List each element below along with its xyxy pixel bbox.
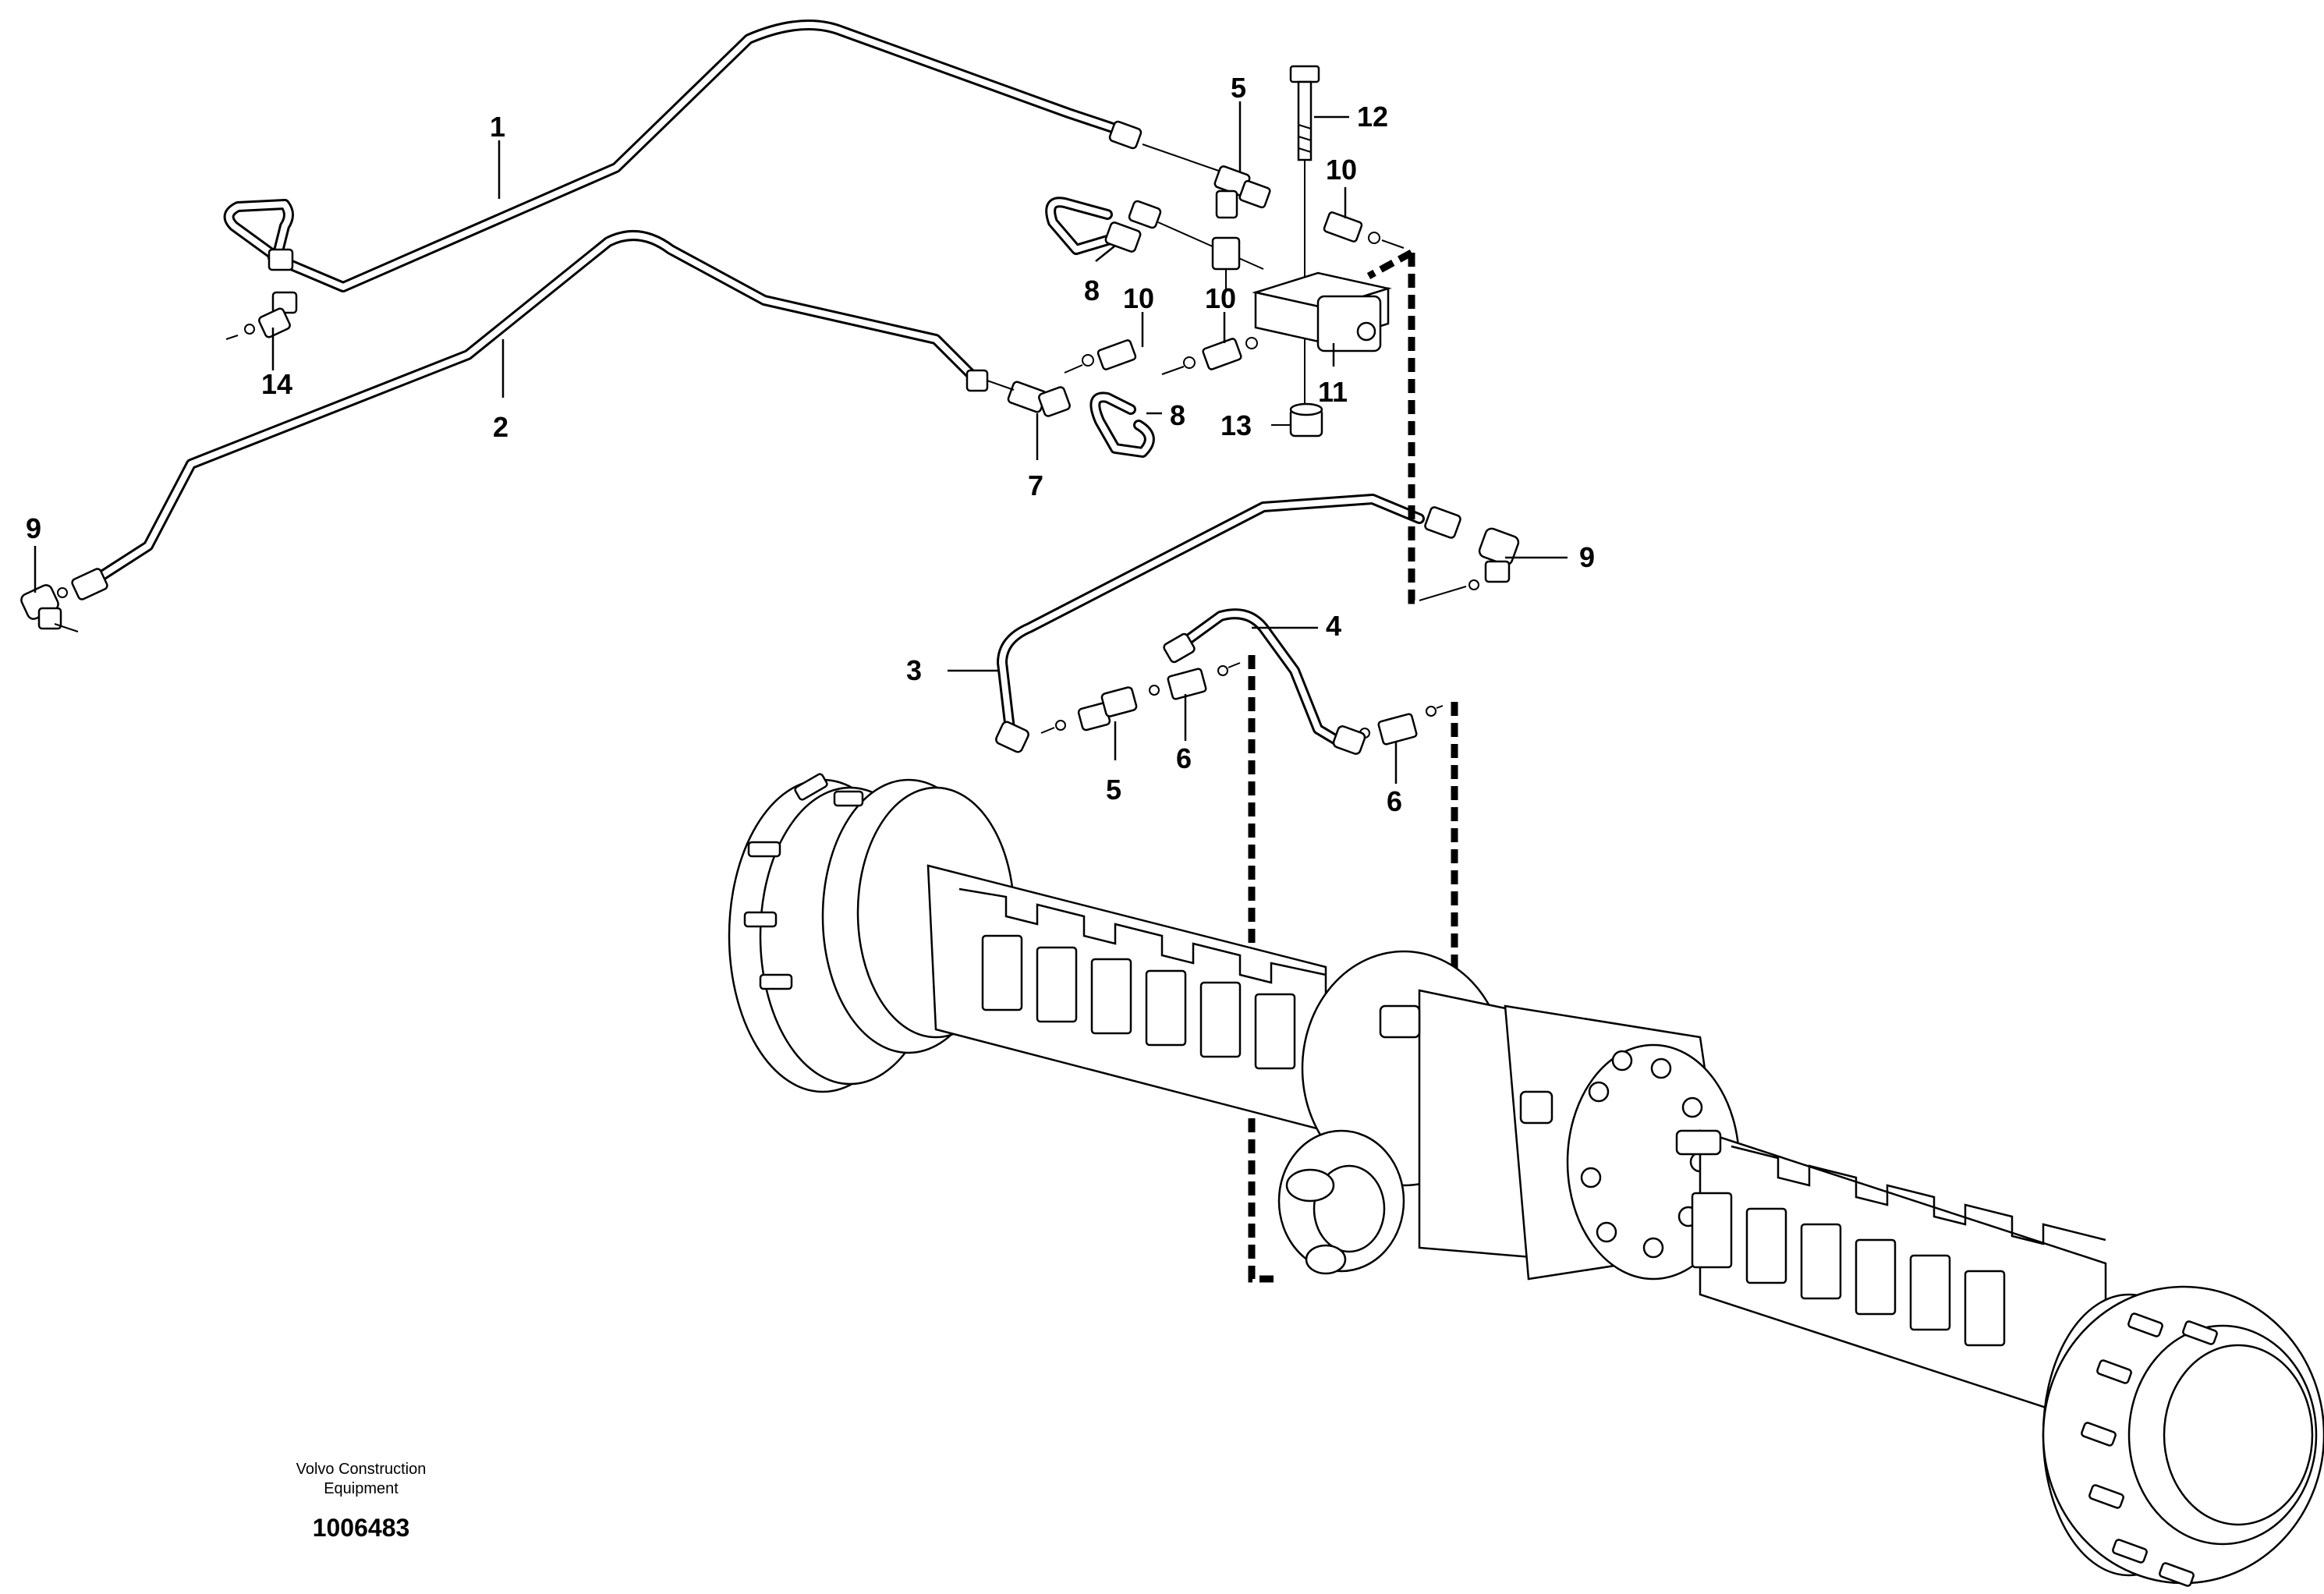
callout-numbers: 1 2 3 4 5 5 6 6 7 8 8 9 9 10 10 10 11 12… <box>26 72 1595 817</box>
nut-13 <box>1271 402 1323 437</box>
callout-6-right: 6 <box>1387 785 1402 817</box>
drawing-number: 1006483 <box>313 1514 410 1542</box>
brake-pipe-8-lower <box>1089 391 1155 458</box>
fitting-9-right <box>1419 506 1520 601</box>
right-hub-studs <box>2081 1312 2218 1587</box>
callout-10-centre: 10 <box>1205 282 1236 314</box>
tee-fitting-5-lower <box>1040 686 1138 734</box>
callout-12: 12 <box>1357 101 1388 133</box>
brake-pipe-1-loop <box>223 199 294 263</box>
union-fitting-10-right <box>1323 211 1405 249</box>
callout-5-lower: 5 <box>1106 774 1121 806</box>
left-beam-ribs <box>981 934 1296 1070</box>
differential-bolts <box>1580 1050 1711 1259</box>
brake-pipe-1 <box>267 19 1121 292</box>
connector-7 <box>965 369 1071 417</box>
union-fitting-10-mid <box>1211 236 1241 292</box>
callout-leaders <box>34 101 1568 784</box>
callout-8-lower: 8 <box>1170 399 1185 431</box>
brand-line-1: Volvo Construction <box>296 1461 427 1478</box>
callout-5-upper: 5 <box>1231 72 1246 104</box>
brake-pipe-2 <box>88 230 984 586</box>
fitting-nut-8-upper <box>1104 200 1264 270</box>
callout-13: 13 <box>1220 409 1252 441</box>
callout-9-right: 9 <box>1579 541 1595 573</box>
tee-fitting-5-upper <box>1213 165 1271 219</box>
callout-11: 11 <box>1318 376 1348 408</box>
fitting-9-left <box>20 568 108 632</box>
pipe-end-fitting-3 <box>995 721 1029 753</box>
dashed-connection-lines <box>1248 250 1483 1283</box>
callout-6-left: 6 <box>1176 742 1192 774</box>
callout-7: 7 <box>1028 469 1043 501</box>
fitting-14 <box>225 248 298 340</box>
brake-pipe-8-upper <box>1045 197 1121 255</box>
right-beam-ribs <box>1691 1192 2006 1347</box>
pipe-end-fitting-4 <box>1163 632 1366 755</box>
fitting-nut-pipe1-end <box>1108 120 1233 176</box>
brake-pipe-4 <box>1172 608 1343 746</box>
callout-3: 3 <box>906 654 922 686</box>
brake-pipe-3 <box>997 494 1425 735</box>
callout-1: 1 <box>490 111 505 143</box>
left-hub-studs <box>743 773 864 990</box>
callout-9-left: 9 <box>26 512 41 544</box>
callout-10-right: 10 <box>1326 154 1357 186</box>
union-fitting-10-left <box>1064 339 1137 374</box>
union-fitting-10-centre <box>1161 337 1258 375</box>
union-fitting-6-left <box>1149 662 1241 700</box>
brand-line-2: Equipment <box>324 1480 399 1497</box>
union-fitting-6-right <box>1359 705 1444 746</box>
callout-2: 2 <box>493 411 508 443</box>
callout-14: 14 <box>261 368 292 400</box>
footer-block: Volvo Construction Equipment 1006483 <box>296 1461 427 1542</box>
callout-10-left: 10 <box>1123 282 1154 314</box>
callout-4: 4 <box>1326 610 1341 642</box>
sensor-block-11 <box>1252 271 1392 352</box>
callout-8-upper: 8 <box>1084 275 1100 306</box>
axle-housing <box>728 773 2324 1587</box>
